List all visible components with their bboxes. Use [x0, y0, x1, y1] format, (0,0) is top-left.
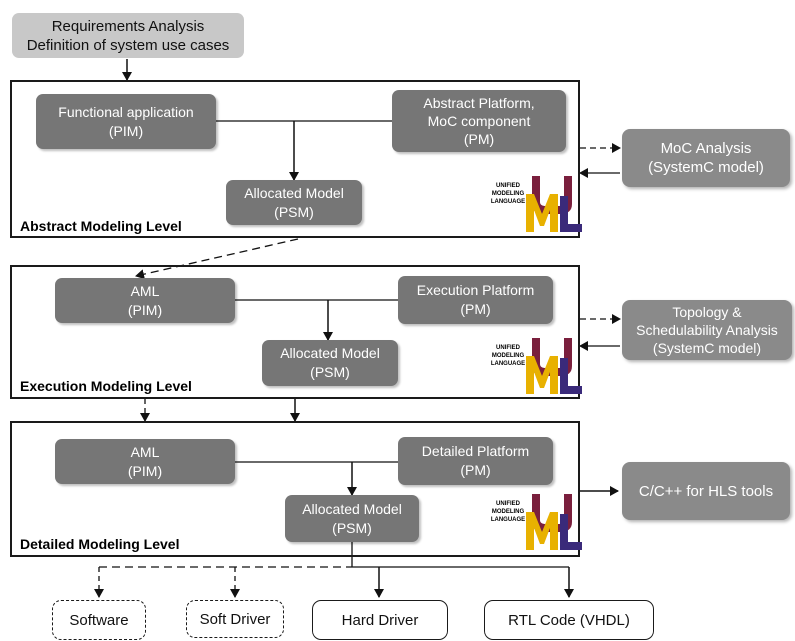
execution-platform-line-1: Execution Platform [416, 282, 535, 298]
abstract-app-line-2: (PIM) [108, 122, 144, 139]
moc-analysis-line-2: (SystemC model) [648, 159, 764, 176]
uml-logo-graphic [526, 494, 582, 550]
abstract-platform-line-1: Abstract Platform, [423, 95, 535, 111]
requirements-line-2: Definition of system use cases [26, 36, 230, 54]
arrow-abstract-allocated-to-execution-aml [135, 238, 299, 280]
uml-logo-line-1: UNIFIED [496, 183, 520, 189]
detailed-aml-line-2: (PIM) [127, 462, 163, 479]
execution-allocated-line-2: (PSM) [310, 364, 350, 380]
uml-logo-line-2: MODELING [491, 353, 525, 359]
execution-level-frame [10, 265, 580, 399]
moc-analysis-line-1: MoC Analysis [660, 140, 752, 157]
uml-logo-icon: UNIFIED MODELING LANGUAGE [490, 492, 586, 552]
hls-tools-box: C/C++ for HLS tools [622, 462, 790, 520]
abstract-level-frame [10, 80, 580, 238]
execution-aml-line-1: AML [130, 282, 160, 299]
detailed-platform-box: Detailed Platform (PM) [398, 437, 553, 485]
abstract-app-box: Functional application (PIM) [36, 94, 216, 149]
abstract-platform-line-3: (PM) [463, 131, 495, 147]
execution-aml-box: AML (PIM) [55, 278, 235, 323]
uml-logo-icon: UNIFIED MODELING LANGUAGE [490, 336, 586, 396]
uml-logo-icon: UNIFIED MODELING LANGUAGE [490, 174, 586, 234]
topology-line-1: Topology & [672, 304, 742, 320]
execution-aml-line-2: (PIM) [127, 301, 163, 318]
abstract-level-label: Abstract Modeling Level [20, 218, 182, 234]
detailed-level-frame [10, 421, 580, 557]
detailed-platform-line-1: Detailed Platform [421, 443, 530, 459]
detailed-allocated-box: Allocated Model (PSM) [285, 495, 419, 542]
requirements-line-1: Requirements Analysis [51, 17, 205, 35]
uml-logo-line-3: LANGUAGE [490, 199, 526, 205]
moc-analysis-box: MoC Analysis (SystemC model) [622, 129, 790, 187]
uml-logo-line-1: UNIFIED [496, 345, 520, 351]
topology-analysis-box: Topology & Schedulability Analysis (Syst… [622, 300, 792, 360]
topology-line-3: (SystemC model) [652, 340, 762, 356]
uml-logo-line-3: LANGUAGE [490, 361, 526, 367]
uml-logo-line-2: MODELING [491, 191, 525, 197]
hls-tools-line-1: C/C++ for HLS tools [638, 482, 774, 500]
soft-driver-output-box: Soft Driver [186, 600, 284, 638]
detailed-allocated-line-2: (PSM) [332, 519, 372, 536]
abstract-allocated-line-1: Allocated Model [244, 184, 344, 201]
uml-logo-line-2: MODELING [491, 509, 525, 515]
hard-driver-output-box: Hard Driver [312, 600, 448, 640]
software-output-box: Software [52, 600, 146, 640]
execution-allocated-box: Allocated Model (PSM) [262, 340, 398, 386]
uml-logo-line-1: UNIFIED [496, 501, 520, 507]
detailed-platform-line-2: (PM) [460, 462, 491, 478]
detailed-level-label: Detailed Modeling Level [20, 536, 180, 552]
abstract-app-line-1: Functional application [58, 103, 194, 120]
uml-logo-line-3: LANGUAGE [490, 517, 526, 523]
abstract-allocated-line-2: (PSM) [274, 203, 314, 220]
abstract-allocated-box: Allocated Model (PSM) [226, 180, 362, 225]
abstract-platform-line-2: MoC component [427, 113, 531, 129]
uml-logo-graphic [526, 338, 582, 394]
topology-line-2: Schedulability Analysis [636, 322, 778, 338]
abstract-platform-box: Abstract Platform, MoC component (PM) [392, 90, 566, 152]
execution-platform-line-2: (PM) [460, 301, 491, 317]
execution-level-label: Execution Modeling Level [20, 378, 192, 394]
execution-platform-box: Execution Platform (PM) [398, 276, 553, 324]
uml-logo-graphic [526, 176, 582, 232]
requirements-analysis-box: Requirements Analysis Definition of syst… [12, 13, 244, 58]
detailed-aml-box: AML (PIM) [55, 439, 235, 484]
execution-allocated-line-1: Allocated Model [280, 345, 380, 361]
detailed-allocated-line-1: Allocated Model [302, 500, 402, 517]
detailed-aml-line-1: AML [130, 443, 160, 460]
rtl-code-output-box: RTL Code (VHDL) [484, 600, 654, 640]
